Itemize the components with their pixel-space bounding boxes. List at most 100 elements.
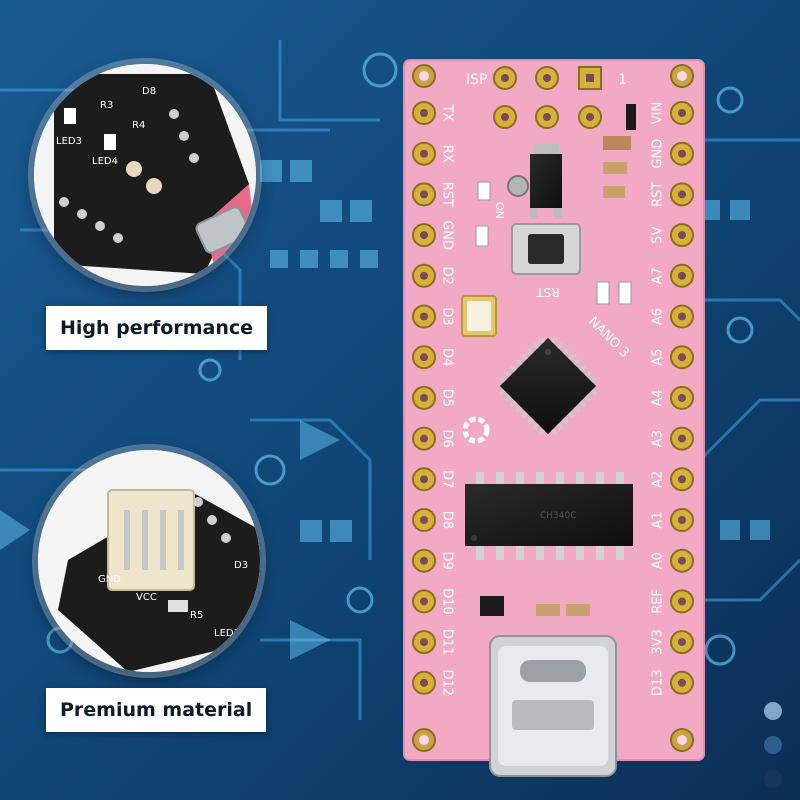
pin-label: D6: [440, 429, 455, 447]
pin-label: D2: [440, 267, 455, 285]
pin-hole: [678, 271, 686, 280]
chip-pin: [616, 472, 624, 486]
chip-pin: [576, 472, 584, 486]
pin-hole: [420, 516, 428, 524]
pin-label: D7: [440, 470, 455, 488]
r4-label: R4: [132, 120, 145, 131]
chip-pin: [596, 472, 604, 486]
pin-label: RST: [651, 182, 666, 207]
pin-hole: [678, 393, 686, 402]
chip-pin: [476, 546, 484, 560]
pin-hole: [678, 353, 686, 362]
pin-label: A2: [651, 471, 666, 488]
pin-hole: [678, 638, 686, 647]
pin-label: GND: [651, 139, 666, 169]
rst-label: RST: [536, 285, 560, 299]
r3-label: R3: [100, 100, 113, 111]
led3-label: LED3: [56, 136, 82, 147]
pin-hole: [420, 312, 428, 321]
pin-label: D3: [440, 307, 455, 325]
detail-circle-top: LED3 LED4 R3 R4 D8: [34, 64, 256, 286]
d8-label: D8: [142, 86, 156, 97]
usb-c-connector: [489, 635, 617, 777]
chip-pin: [616, 546, 624, 560]
pin-hole: [420, 678, 428, 687]
pin-hole: [678, 556, 686, 565]
pin-hole: [420, 353, 428, 362]
pin-hole: [678, 434, 686, 443]
pin-hole: [678, 231, 686, 240]
detail-circle-bottom: GND VCC R5 LED1 D3: [38, 450, 260, 672]
pin-hole: [420, 271, 428, 280]
led1-label: LED1: [214, 628, 240, 639]
vcc-label: VCC: [136, 592, 157, 603]
pin-hole: [420, 149, 428, 158]
decorative-dots: [758, 690, 788, 800]
pin-label: A4: [651, 389, 666, 406]
pin-hole: [678, 475, 686, 484]
pin-label: RST: [440, 182, 455, 207]
pin-label: GND: [440, 220, 455, 250]
led-module-image: LED3 LED4 R3 R4 D8: [34, 64, 256, 286]
pin-label: A0: [651, 552, 666, 569]
r5-label: R5: [190, 610, 203, 621]
pin-label: RX: [440, 145, 455, 163]
pin-hole: [420, 231, 428, 240]
pin-label: REF: [651, 589, 666, 614]
pin-label: A6: [651, 308, 666, 325]
chip-pin: [536, 546, 544, 560]
pin-label: 5V: [651, 226, 666, 243]
d3-label: D3: [234, 560, 248, 571]
pin-hole: [678, 597, 686, 606]
pin-hole: [678, 149, 686, 158]
chip-pin: [476, 472, 484, 486]
high-performance-label: High performance: [46, 306, 267, 350]
usb-serial-chip: CH340C: [465, 472, 633, 560]
chip-pin: [576, 546, 584, 560]
chip-pin: [556, 472, 564, 486]
pin-hole: [678, 312, 686, 321]
pin-hole: [678, 109, 686, 117]
pin-label: D10: [440, 588, 455, 615]
chip-pin: [556, 546, 564, 560]
led4-label: LED4: [92, 156, 118, 167]
chip-pin: [496, 472, 504, 486]
chip-pin: [496, 546, 504, 560]
pin-label: D4: [440, 348, 455, 366]
pin-hole: [420, 109, 428, 117]
pin-hole: [420, 393, 428, 402]
pin-label: D13: [651, 670, 666, 697]
pin-label: VIN: [651, 102, 666, 124]
voltage-regulator: [530, 144, 562, 218]
microcontroller-chip: [498, 336, 598, 436]
pin-hole: [420, 190, 428, 199]
connector-module-image: GND VCC R5 LED1 D3: [38, 450, 260, 672]
pin-label: A7: [651, 267, 666, 284]
pin-label: D9: [440, 552, 455, 570]
chip-pin: [516, 546, 524, 560]
pin-label: D8: [440, 511, 455, 529]
chip-pin: [516, 472, 524, 486]
svg-text:CH340C: CH340C: [540, 511, 577, 521]
pin1-label: 1: [618, 72, 627, 88]
pin-label: D11: [440, 629, 455, 656]
isp-header: [493, 66, 602, 129]
pin-hole: [420, 556, 428, 565]
pin-hole: [420, 475, 428, 484]
right-pin-header: [670, 101, 694, 695]
gnd-label: GND: [98, 574, 121, 585]
pin-label: D5: [440, 389, 455, 407]
pin-hole: [420, 434, 428, 443]
pin-hole: [420, 638, 428, 647]
left-pin-header: [412, 101, 436, 695]
pin-label: A3: [651, 430, 666, 447]
pin-label: TX: [440, 104, 455, 122]
pin-label: 3V3: [651, 629, 666, 654]
pin-hole: [678, 678, 686, 687]
chip-pin: [536, 472, 544, 486]
pin-label: A1: [651, 511, 666, 528]
pin-hole: [678, 516, 686, 524]
